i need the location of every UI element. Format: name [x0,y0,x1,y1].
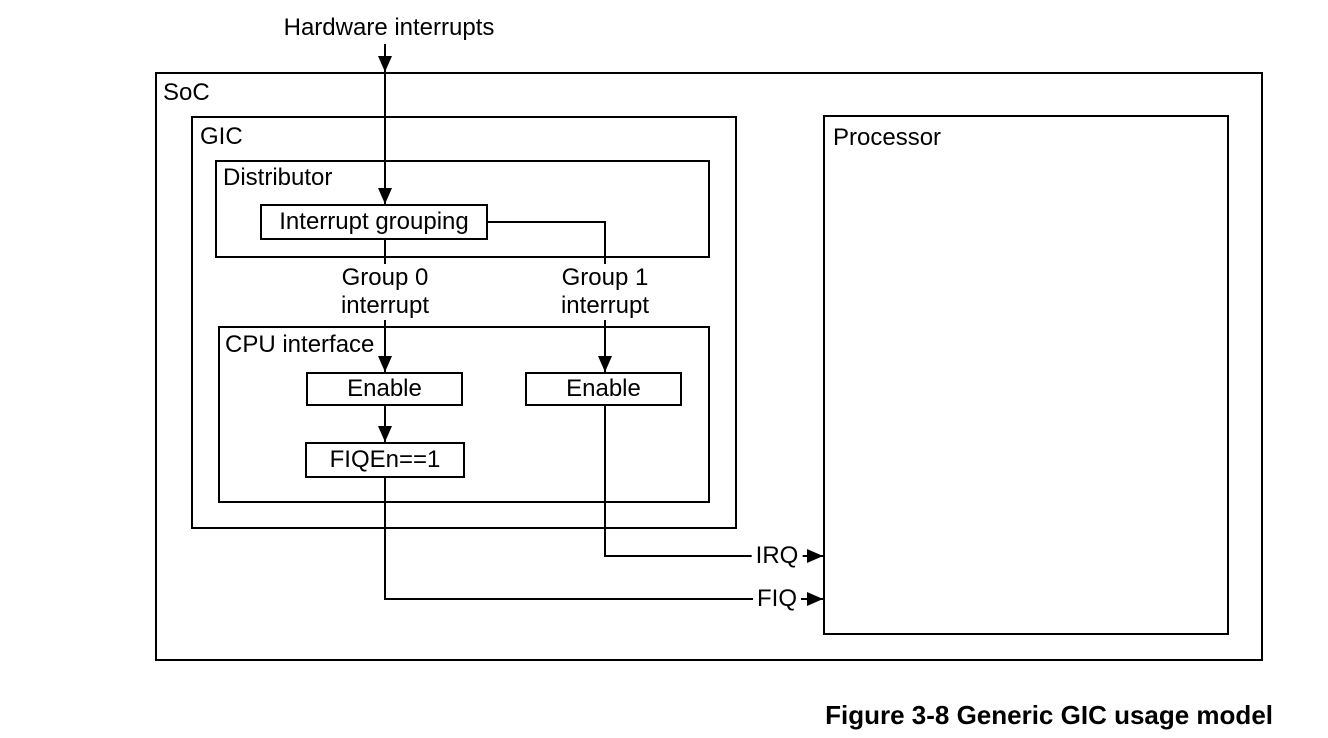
interrupt-grouping-box: Interrupt grouping [260,204,488,240]
soc-label: SoC [163,79,210,106]
distributor-label: Distributor [223,164,333,191]
gic-label: GIC [200,123,243,150]
fiqen-box: FIQEn==1 [305,442,465,478]
hardware-interrupts-label: Hardware interrupts [283,14,495,41]
enable-group0-box: Enable [306,372,463,406]
enable-group1-label: Enable [566,375,641,402]
soc-box [155,72,1263,661]
group1-interrupt-label: Group 1 interrupt [556,264,654,320]
processor-label: Processor [833,124,942,151]
figure-caption: Figure 3-8 Generic GIC usage model [825,700,1273,730]
group1-interrupt-label-line1: Group 1 [561,264,649,291]
fiq-signal-label: FIQ [753,586,801,612]
distributor-box [215,160,710,258]
group0-interrupt-label-line1: Group 0 [341,264,429,291]
group0-interrupt-label-line2: interrupt [340,292,430,319]
group1-interrupt-label-line2: interrupt [560,292,650,319]
interrupt-grouping-label: Interrupt grouping [279,208,469,235]
cpu-interface-label: CPU interface [225,331,375,358]
enable-group1-box: Enable [525,372,682,406]
enable-group0-label: Enable [347,375,422,402]
fiqen-label: FIQEn==1 [329,446,441,473]
irq-signal-label: IRQ [751,543,803,569]
processor-box [823,115,1229,635]
group0-interrupt-label: Group 0 interrupt [336,264,434,320]
